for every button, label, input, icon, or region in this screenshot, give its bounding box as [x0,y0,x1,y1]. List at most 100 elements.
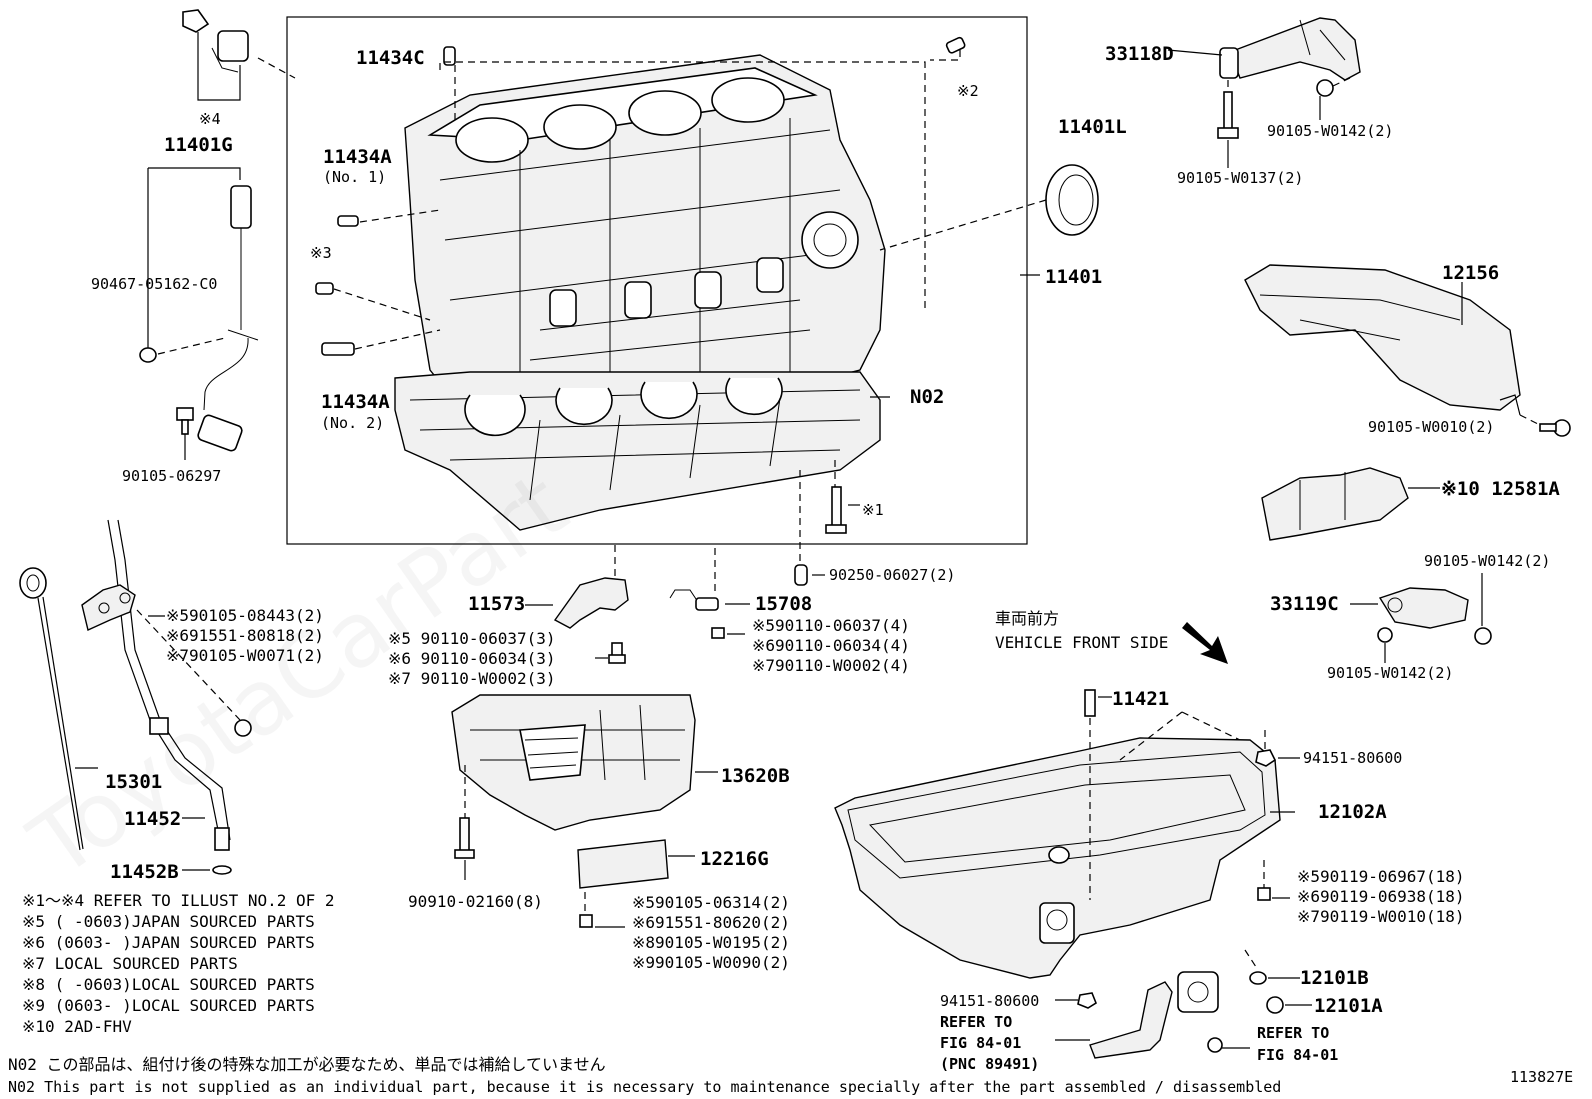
strainer-bracket[interactable] [1089,971,1219,1059]
label-15301-g1: ※590105-08443(2) [166,606,324,625]
label-15708-g1: ※590110-06037(4) [752,616,910,635]
bolt-15708[interactable] [711,627,725,639]
label-90105-W0142-c: 90105-W0142(2) [1327,664,1453,682]
label-refer2-b: FIG 84-01 [1257,1046,1338,1064]
sensor-top-drawing[interactable] [182,9,249,73]
block-frame [286,16,1028,545]
bolt-90105-W0137[interactable] [1217,91,1239,139]
dowel-pin-star2[interactable] [945,36,966,54]
bolt-90105-W0142-b[interactable] [1474,627,1492,645]
label-11434A-2: 11434A [321,391,390,413]
bolt-90105-06297[interactable] [176,407,194,435]
label-no2: (No. 2) [321,414,384,432]
label-12581A: ※10 12581A [1441,478,1560,500]
dowel-pin-star3[interactable] [315,282,334,295]
label-11573-g3: ※7 90110-W0002(3) [388,669,556,688]
label-90105-06297: 90105-06297 [122,467,221,485]
bolt-90250-06027[interactable] [794,564,808,586]
label-12216-g2: ※691551-80620(2) [632,913,790,932]
label-11452B: 11452B [110,861,179,883]
label-33118D: 33118D [1105,43,1174,65]
label-15708-g2: ※690110-06034(4) [752,636,910,655]
nut-94151-80600-b[interactable] [1077,992,1097,1009]
plug-12101A[interactable] [1266,996,1284,1014]
bracket-11573[interactable] [553,577,629,629]
label-11401: 11401 [1045,266,1102,288]
label-front-ja: 車両前方 [995,609,1059,628]
bracket-33118D[interactable] [1219,17,1361,81]
label-refer1-c: (PNC 89491) [940,1055,1039,1073]
label-90250: 90250-06027(2) [829,566,955,584]
label-11573: 11573 [468,593,525,615]
dowel-pin-11434A-no2[interactable] [321,342,355,356]
cylinder-block-drawing[interactable] [404,54,886,421]
bolt-12216G[interactable] [579,914,593,928]
o-ring-11452B[interactable] [212,865,232,875]
label-90105-W0137: 90105-W0137(2) [1177,169,1303,187]
knock-sensor-11401G[interactable] [197,185,259,452]
insulator-12581A[interactable] [1261,467,1409,541]
vehicle-front-arrow-icon [1182,622,1228,664]
label-33119C: 33119C [1270,593,1339,615]
dowel-pin-11434A-no1[interactable] [337,215,359,227]
label-12156: 12156 [1442,262,1499,284]
label-refer1-b: FIG 84-01 [940,1034,1021,1052]
label-90910: 90910-02160(8) [408,892,543,911]
note-2: ※5 ( -0603)JAPAN SOURCED PARTS [22,912,315,931]
label-90467: 90467-05162-C0 [91,275,217,293]
crankcase-lower-drawing[interactable] [394,371,881,531]
label-15301-g2: ※691551-80818(2) [166,626,324,645]
bolt-refer-fig84[interactable] [1207,1037,1223,1053]
label-94151-a: 94151-80600 [1303,749,1402,767]
oil-seal-11401L[interactable] [1045,164,1099,236]
note-5: ※8 ( -0603)LOCAL SOURCED PARTS [22,975,315,994]
bolt-90105-W0010[interactable] [1539,419,1571,437]
label-12102-g3: ※790119-W0010(18) [1297,907,1465,926]
footer-n02-en: N02 This part is not supplied as an indi… [8,1078,1281,1096]
label-13620B: 13620B [721,765,790,787]
label-12102A: 12102A [1318,801,1387,823]
bolt-90105-W0142-c[interactable] [1377,627,1393,643]
label-15708: 15708 [755,593,812,615]
stud-11421[interactable] [1084,689,1096,717]
dipstick-15301[interactable] [19,567,84,851]
jet-15708[interactable] [669,589,719,611]
bracket-33119C[interactable] [1378,587,1469,629]
bolt-11573[interactable] [608,642,626,664]
insulator-12156[interactable] [1244,264,1521,416]
gasket-12101B[interactable] [1249,971,1267,985]
label-12216G: 12216G [700,848,769,870]
footer-n02-ja: N02 この部品は、組付け後の特殊な加工が必要なため、単品では補給していません [8,1055,606,1074]
label-12101B: 12101B [1300,967,1369,989]
bolt-star1[interactable] [825,486,847,534]
label-12101A: 12101A [1314,995,1383,1017]
guide-tube-11452[interactable] [81,519,231,851]
clip-90467[interactable] [139,347,157,363]
label-refer2-a: REFER TO [1257,1024,1329,1042]
label-12216-g4: ※990105-W0090(2) [632,953,790,972]
label-15301-g3: ※790105-W0071(2) [166,646,324,665]
label-star4: ※4 [199,110,221,128]
plate-12216G[interactable] [577,839,669,889]
nut-94151-80600-a[interactable] [1255,749,1277,767]
label-90105-W0010: 90105-W0010(2) [1368,418,1494,436]
bolt-90910-02160[interactable] [454,817,475,859]
label-90105-W0142-a: 90105-W0142(2) [1267,122,1393,140]
balancer-13620B[interactable] [451,694,696,831]
label-15301: 15301 [105,771,162,793]
label-94151-b: 94151-80600 [940,992,1039,1010]
bolt-90105-W0142-a[interactable] [1316,79,1334,97]
bolt-11452-guide[interactable] [234,719,252,737]
note-4: ※7 LOCAL SOURCED PARTS [22,954,238,973]
label-star1: ※1 [862,501,884,519]
oil-pan-12102A[interactable] [834,737,1281,979]
dowel-pin-11434C[interactable] [443,46,456,66]
bolt-12102A[interactable] [1257,887,1271,901]
label-star3: ※3 [310,244,332,262]
note-3: ※6 (0603- )JAPAN SOURCED PARTS [22,933,315,952]
label-11421: 11421 [1112,688,1169,710]
note-1: ※1～※4 REFER TO ILLUST NO.2 OF 2 [22,891,335,910]
label-11434C: 11434C [356,47,425,69]
label-11401G: 11401G [164,134,233,156]
